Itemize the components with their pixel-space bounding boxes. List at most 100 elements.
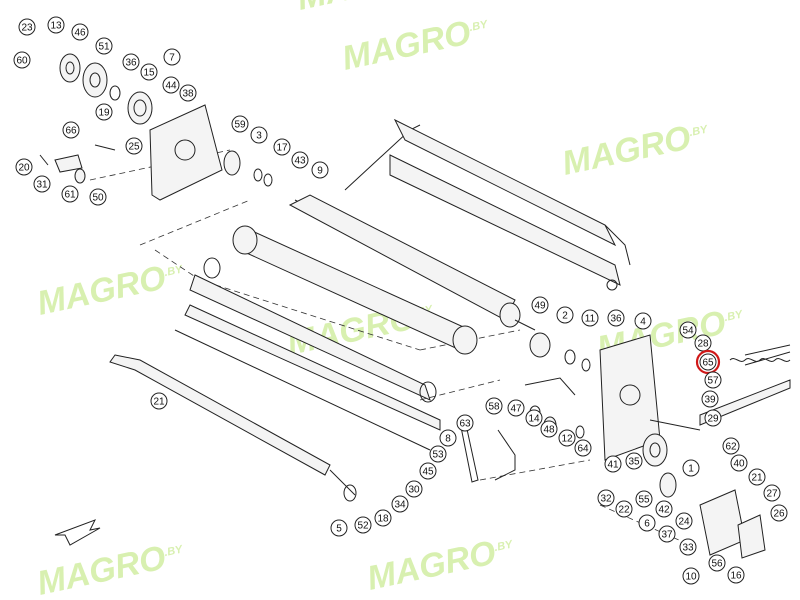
part-callout-37[interactable]: 37 [658, 525, 676, 543]
callout-label: 42 [658, 505, 670, 516]
callout-circle [770, 504, 788, 522]
part-callout-28[interactable]: 28 [694, 334, 712, 352]
part-callout-59[interactable]: 59 [231, 115, 249, 133]
callout-label: 54 [682, 326, 694, 337]
callout-circle [150, 392, 168, 410]
part-callout-62[interactable]: 62 [722, 437, 740, 455]
part-callout-22[interactable]: 22 [615, 500, 633, 518]
part-callout-10[interactable]: 10 [682, 567, 700, 585]
callout-circle [95, 103, 113, 121]
part-callout-24[interactable]: 24 [675, 512, 693, 530]
part-callout-56[interactable]: 56 [708, 554, 726, 572]
part-callout-39[interactable]: 39 [701, 390, 719, 408]
part-callout-32[interactable]: 32 [597, 489, 615, 507]
callout-label: 25 [128, 142, 140, 153]
callout-circle [708, 554, 726, 572]
part-callout-48[interactable]: 48 [540, 420, 558, 438]
part-callout-54[interactable]: 54 [679, 321, 697, 339]
callout-circle [634, 312, 652, 330]
part-callout-41[interactable]: 41 [604, 455, 622, 473]
part-callout-6[interactable]: 6 [638, 514, 656, 532]
callout-label: 43 [294, 156, 306, 167]
callout-circle [722, 437, 740, 455]
part-callout-8[interactable]: 8 [439, 429, 457, 447]
callout-label: 64 [577, 444, 589, 455]
callout-label: 20 [18, 163, 30, 174]
part-callout-47[interactable]: 47 [507, 399, 525, 417]
part-callout-23[interactable]: 23 [18, 18, 36, 36]
part-callout-44[interactable]: 44 [162, 76, 180, 94]
part-callout-33[interactable]: 33 [679, 538, 697, 556]
callout-circle [727, 566, 745, 584]
part-callout-7[interactable]: 7 [163, 48, 181, 66]
part-callout-13[interactable]: 13 [47, 16, 65, 34]
part-callout-35[interactable]: 35 [625, 452, 643, 470]
watermark-suffix: .BY [163, 263, 185, 279]
callout-circle [71, 23, 89, 41]
part-callout-36[interactable]: 36 [122, 53, 140, 71]
part-callout-2[interactable]: 2 [556, 306, 574, 324]
callout-circle [635, 490, 653, 508]
watermark-suffix: .BY [493, 538, 515, 554]
part-callout-18[interactable]: 18 [374, 509, 392, 527]
part-callout-50[interactable]: 50 [89, 188, 107, 206]
part-callout-58[interactable]: 58 [485, 397, 503, 415]
part-callout-38[interactable]: 38 [179, 84, 197, 102]
callout-circle [730, 454, 748, 472]
part-callout-21[interactable]: 21 [748, 468, 766, 486]
callout-label: 23 [21, 23, 33, 34]
part-callout-17[interactable]: 17 [273, 138, 291, 156]
part-callout-15[interactable]: 15 [140, 63, 158, 81]
part-callout-31[interactable]: 31 [33, 175, 51, 193]
part-callout-40[interactable]: 40 [730, 454, 748, 472]
callout-label: 65 [702, 358, 714, 369]
part-callout-42[interactable]: 42 [655, 500, 673, 518]
part-callout-43[interactable]: 43 [291, 151, 309, 169]
callout-label: 28 [697, 339, 709, 350]
part-callout-34[interactable]: 34 [391, 495, 409, 513]
part-callout-29[interactable]: 29 [704, 409, 722, 427]
callout-circle [419, 462, 437, 480]
part-callout-60[interactable]: 60 [13, 51, 31, 69]
part-callout-63[interactable]: 63 [456, 414, 474, 432]
part-callout-30[interactable]: 30 [405, 480, 423, 498]
part-callout-21[interactable]: 21 [150, 392, 168, 410]
callout-label: 30 [408, 485, 420, 496]
part-callout-55[interactable]: 55 [635, 490, 653, 508]
part-callout-46[interactable]: 46 [71, 23, 89, 41]
part-callout-20[interactable]: 20 [15, 158, 33, 176]
callout-label: 12 [561, 434, 573, 445]
part-callout-52[interactable]: 52 [354, 516, 372, 534]
watermark-suffix: .BY [723, 308, 745, 324]
part-callout-27[interactable]: 27 [763, 484, 781, 502]
part-callout-1[interactable]: 1 [682, 459, 700, 477]
part-callout-9[interactable]: 9 [311, 161, 329, 179]
part-callout-14[interactable]: 14 [525, 409, 543, 427]
callout-circle [429, 445, 447, 463]
part-callout-45[interactable]: 45 [419, 462, 437, 480]
part-callout-5[interactable]: 5 [330, 519, 348, 537]
part-callout-51[interactable]: 51 [95, 37, 113, 55]
part-callout-61[interactable]: 61 [61, 185, 79, 203]
part-callout-19[interactable]: 19 [95, 103, 113, 121]
part-callout-65-highlighted[interactable]: 65 [695, 349, 721, 375]
part-callout-4[interactable]: 4 [634, 312, 652, 330]
callout-circle [701, 390, 719, 408]
part-callout-25[interactable]: 25 [125, 137, 143, 155]
callout-circle [405, 480, 423, 498]
part-callout-16[interactable]: 16 [727, 566, 745, 584]
part-callout-36[interactable]: 36 [607, 309, 625, 327]
part-callout-11[interactable]: 11 [581, 309, 599, 327]
callout-label: 57 [707, 376, 719, 387]
part-callout-57[interactable]: 57 [704, 371, 722, 389]
part-callout-49[interactable]: 49 [531, 296, 549, 314]
part-callout-12[interactable]: 12 [558, 429, 576, 447]
part-callout-64[interactable]: 64 [574, 439, 592, 457]
part-callout-26[interactable]: 26 [770, 504, 788, 522]
part-callout-53[interactable]: 53 [429, 445, 447, 463]
part-callout-3[interactable]: 3 [250, 126, 268, 144]
part-callout-66[interactable]: 66 [62, 121, 80, 139]
callout-circle [62, 121, 80, 139]
callout-circle [485, 397, 503, 415]
callout-label: 3 [256, 131, 262, 142]
